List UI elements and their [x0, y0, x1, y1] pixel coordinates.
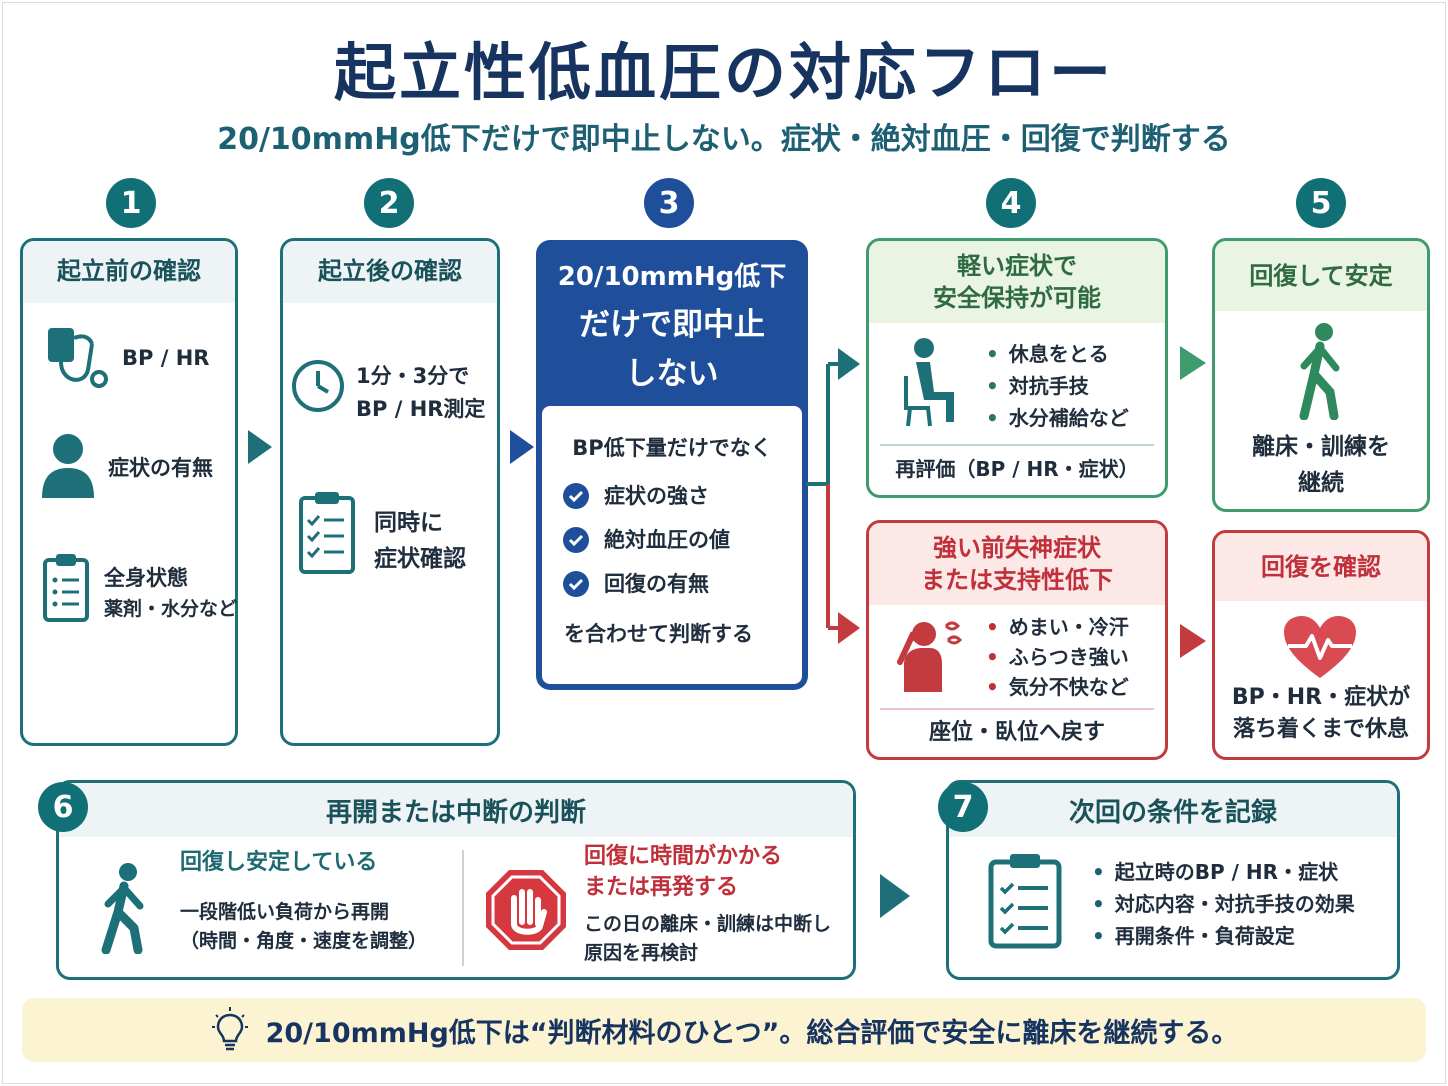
step1-item-general-sub: 薬剤・水分など: [104, 597, 238, 620]
step4-severe-bullet: めまい・冷汗: [986, 612, 1129, 642]
step4-mild-bullet: 対抗手技: [986, 370, 1129, 402]
step3-outro: を合わせて判断する: [564, 622, 753, 646]
check-circle-icon: [563, 483, 589, 510]
step6-resume-line1: 一段階低い負荷から再開: [180, 901, 390, 923]
step4-severe-bullet: 気分不快など: [986, 672, 1129, 702]
step2-item-timing-line2: BP / HR測定: [356, 396, 486, 421]
arrow-2-to-3: [510, 430, 534, 464]
step4-mild-bullet: 休息をとる: [986, 338, 1129, 370]
step6-resume-line2: （時間・角度・速度を調整）: [180, 930, 428, 953]
step-number-7: 7: [938, 782, 988, 832]
blood-pressure-monitor-icon: [48, 328, 108, 388]
step4-severe-bullet: ふらつき強い: [986, 642, 1129, 672]
step7-bullet: 再開条件・負荷設定: [1092, 920, 1355, 952]
step-number-2: 2: [364, 178, 414, 228]
clipboard-icon: [43, 554, 89, 622]
step4-severe-bullets: めまい・冷汗 ふらつき強い 気分不快など: [986, 612, 1129, 702]
step4-severe-footer: 座位・臥位へ戻す: [928, 720, 1105, 745]
checklist-icon: [299, 492, 355, 574]
step7-bullets: 起立時のBP / HR・症状 対応内容・対抗手技の効果 再開条件・負荷設定: [1092, 856, 1355, 952]
step1-heading: 起立前の確認: [23, 241, 235, 303]
step6-stop-title-line2: または再発する: [584, 874, 739, 900]
step6-card: 再開または中断の判断: [56, 780, 856, 980]
step4-severe-heading-line1: 強い前失神症状: [933, 533, 1101, 562]
page-title: 起立性低血圧の対応フロー: [333, 36, 1114, 109]
divider: [880, 708, 1154, 710]
step7-bullet: 対応内容・対抗手技の効果: [1092, 888, 1355, 920]
step-number-6: 6: [38, 782, 88, 832]
step6-stop-title-line1: 回復に時間がかかる: [584, 844, 783, 869]
divider: [462, 850, 464, 966]
clock-icon: [292, 360, 344, 412]
divider: [880, 444, 1154, 446]
step4-severe-heading-line2: または支持性低下: [921, 566, 1113, 594]
dizzy-person-icon: [897, 621, 963, 692]
arrow-4-to-5-stable: [1180, 346, 1206, 380]
person-icon: [42, 434, 94, 498]
footer-text: 20/10mmHg低下は“判断材料のひとつ”。総合評価で安全に離床を継続する。: [265, 1017, 1239, 1049]
step2-card: 起立後の確認: [280, 238, 500, 746]
step1-item-general: 全身状態: [104, 566, 188, 590]
step3-heading-line3: しない: [625, 356, 719, 392]
lightbulb-icon: [211, 1007, 248, 1051]
step5-confirm-line1: BP・HR・症状が: [1231, 685, 1411, 710]
step5-confirm-line2: 落ち着くまで休息: [1232, 716, 1409, 742]
seated-person-icon: [904, 338, 954, 427]
step2-heading: 起立後の確認: [283, 241, 497, 303]
step6-stop-line2: 原因を再検討: [584, 942, 699, 965]
step-number-4: 4: [986, 178, 1036, 228]
step6-resume-title: 回復し安定している: [180, 850, 378, 875]
step6-stop-line1: この日の離床・訓練は中断し: [584, 913, 832, 935]
step4-mild-bullets: 休息をとる 対抗手技 水分補給など: [986, 338, 1129, 434]
step7-bullet: 起立時のBP / HR・症状: [1092, 856, 1355, 888]
checklist-icon: [988, 854, 1062, 949]
step5-stable-heading: 回復して安定: [1215, 241, 1427, 311]
arrow-4-to-5-confirm: [1180, 624, 1206, 658]
step4-mild-footer: 再評価（BP / HR・症状）: [895, 457, 1139, 481]
step1-item-symptoms: 症状の有無: [108, 456, 213, 480]
stop-hand-icon: [486, 870, 566, 950]
step3-heading-line1: 20/10mmHg低下: [557, 262, 787, 292]
check-circle-icon: [563, 571, 589, 598]
step2-item-check-line1: 同時に: [374, 510, 443, 536]
step-number-1: 1: [106, 178, 156, 228]
step6-heading: 再開または中断の判断: [59, 783, 853, 837]
check-circle-icon: [563, 527, 589, 554]
step3-check-1: 症状の強さ: [604, 484, 709, 508]
step4-mild-bullet: 水分補給など: [986, 402, 1129, 434]
footer-banner: 20/10mmHg低下は“判断材料のひとつ”。総合評価で安全に離床を継続する。: [22, 998, 1426, 1062]
walking-person-icon: [1299, 323, 1340, 420]
step5-stable-card: 回復して安定: [1212, 238, 1430, 512]
step-number-5: 5: [1296, 178, 1346, 228]
page-subtitle: 20/10mmHg低下だけで即中止しない。症状・絶対血圧・回復で判断する: [217, 122, 1231, 157]
step3-intro: BP低下量だけでなく: [572, 436, 772, 460]
step2-item-check-line2: 症状確認: [374, 545, 466, 572]
step5-stable-line2: 継続: [1298, 469, 1344, 496]
walking-person-icon: [101, 863, 144, 954]
arrow-6-to-7: [880, 874, 910, 918]
step3-heading-line2: だけで即中止: [579, 307, 765, 343]
step-number-3: 3: [644, 178, 694, 228]
step2-item-timing-line1: 1分・3分で: [356, 364, 470, 388]
heart-pulse-icon: [1284, 616, 1356, 678]
step3-card: 20/10mmHg低下 だけで即中止 しない BP低下量だけでなく 症状の強さ …: [536, 240, 808, 690]
arrow-1-to-2: [248, 430, 272, 464]
step3-check-2: 絶対血圧の値: [604, 528, 730, 552]
step1-item-bp-hr: BP / HR: [122, 346, 210, 370]
step7-heading: 次回の条件を記録: [949, 783, 1397, 837]
step4-mild-heading-line1: 軽い症状で: [957, 251, 1077, 280]
step5-confirm-heading: 回復を確認: [1215, 533, 1427, 601]
step5-stable-line1: 離床・訓練を: [1252, 434, 1390, 460]
branch-connector: [806, 348, 860, 644]
step4-mild-heading-line2: 安全保持が可能: [933, 284, 1101, 312]
step3-check-3: 回復の有無: [604, 572, 709, 596]
